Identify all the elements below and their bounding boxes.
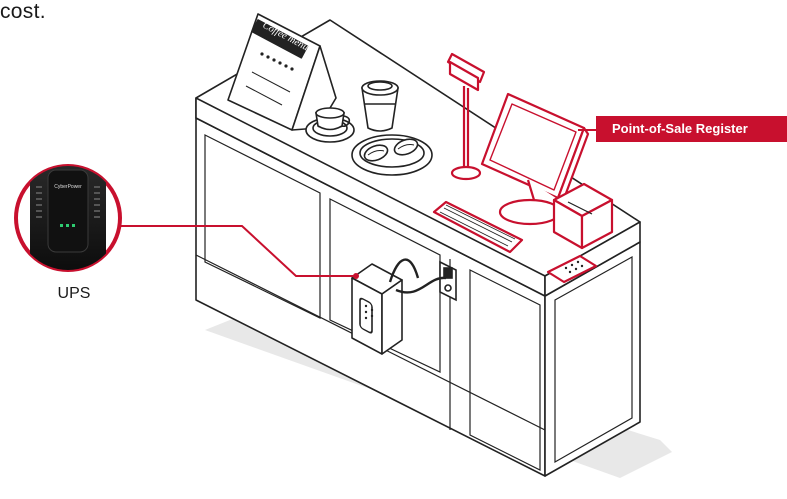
wall-outlet — [439, 260, 457, 302]
pastry-plate — [351, 134, 433, 176]
ups-label: UPS — [57, 285, 91, 302]
ups-unit-under-counter — [351, 263, 403, 355]
receipt-printer — [552, 182, 614, 250]
ups-connector-line — [112, 225, 356, 277]
keyboard — [432, 200, 524, 254]
pos-register-label: Point-of-Sale Register — [596, 116, 787, 142]
ups-product-circle: CyberPower — [14, 164, 122, 272]
card-terminal — [546, 254, 598, 284]
coffee-cup — [305, 107, 355, 143]
ups-connector-dot — [353, 273, 359, 279]
takeaway-cup — [361, 80, 399, 132]
intro-text: cost. — [0, 0, 46, 23]
power-cords — [388, 258, 447, 294]
pos-monitor — [480, 92, 590, 226]
ups-brand-text: CyberPower — [54, 184, 82, 190]
pole-display — [446, 52, 486, 181]
